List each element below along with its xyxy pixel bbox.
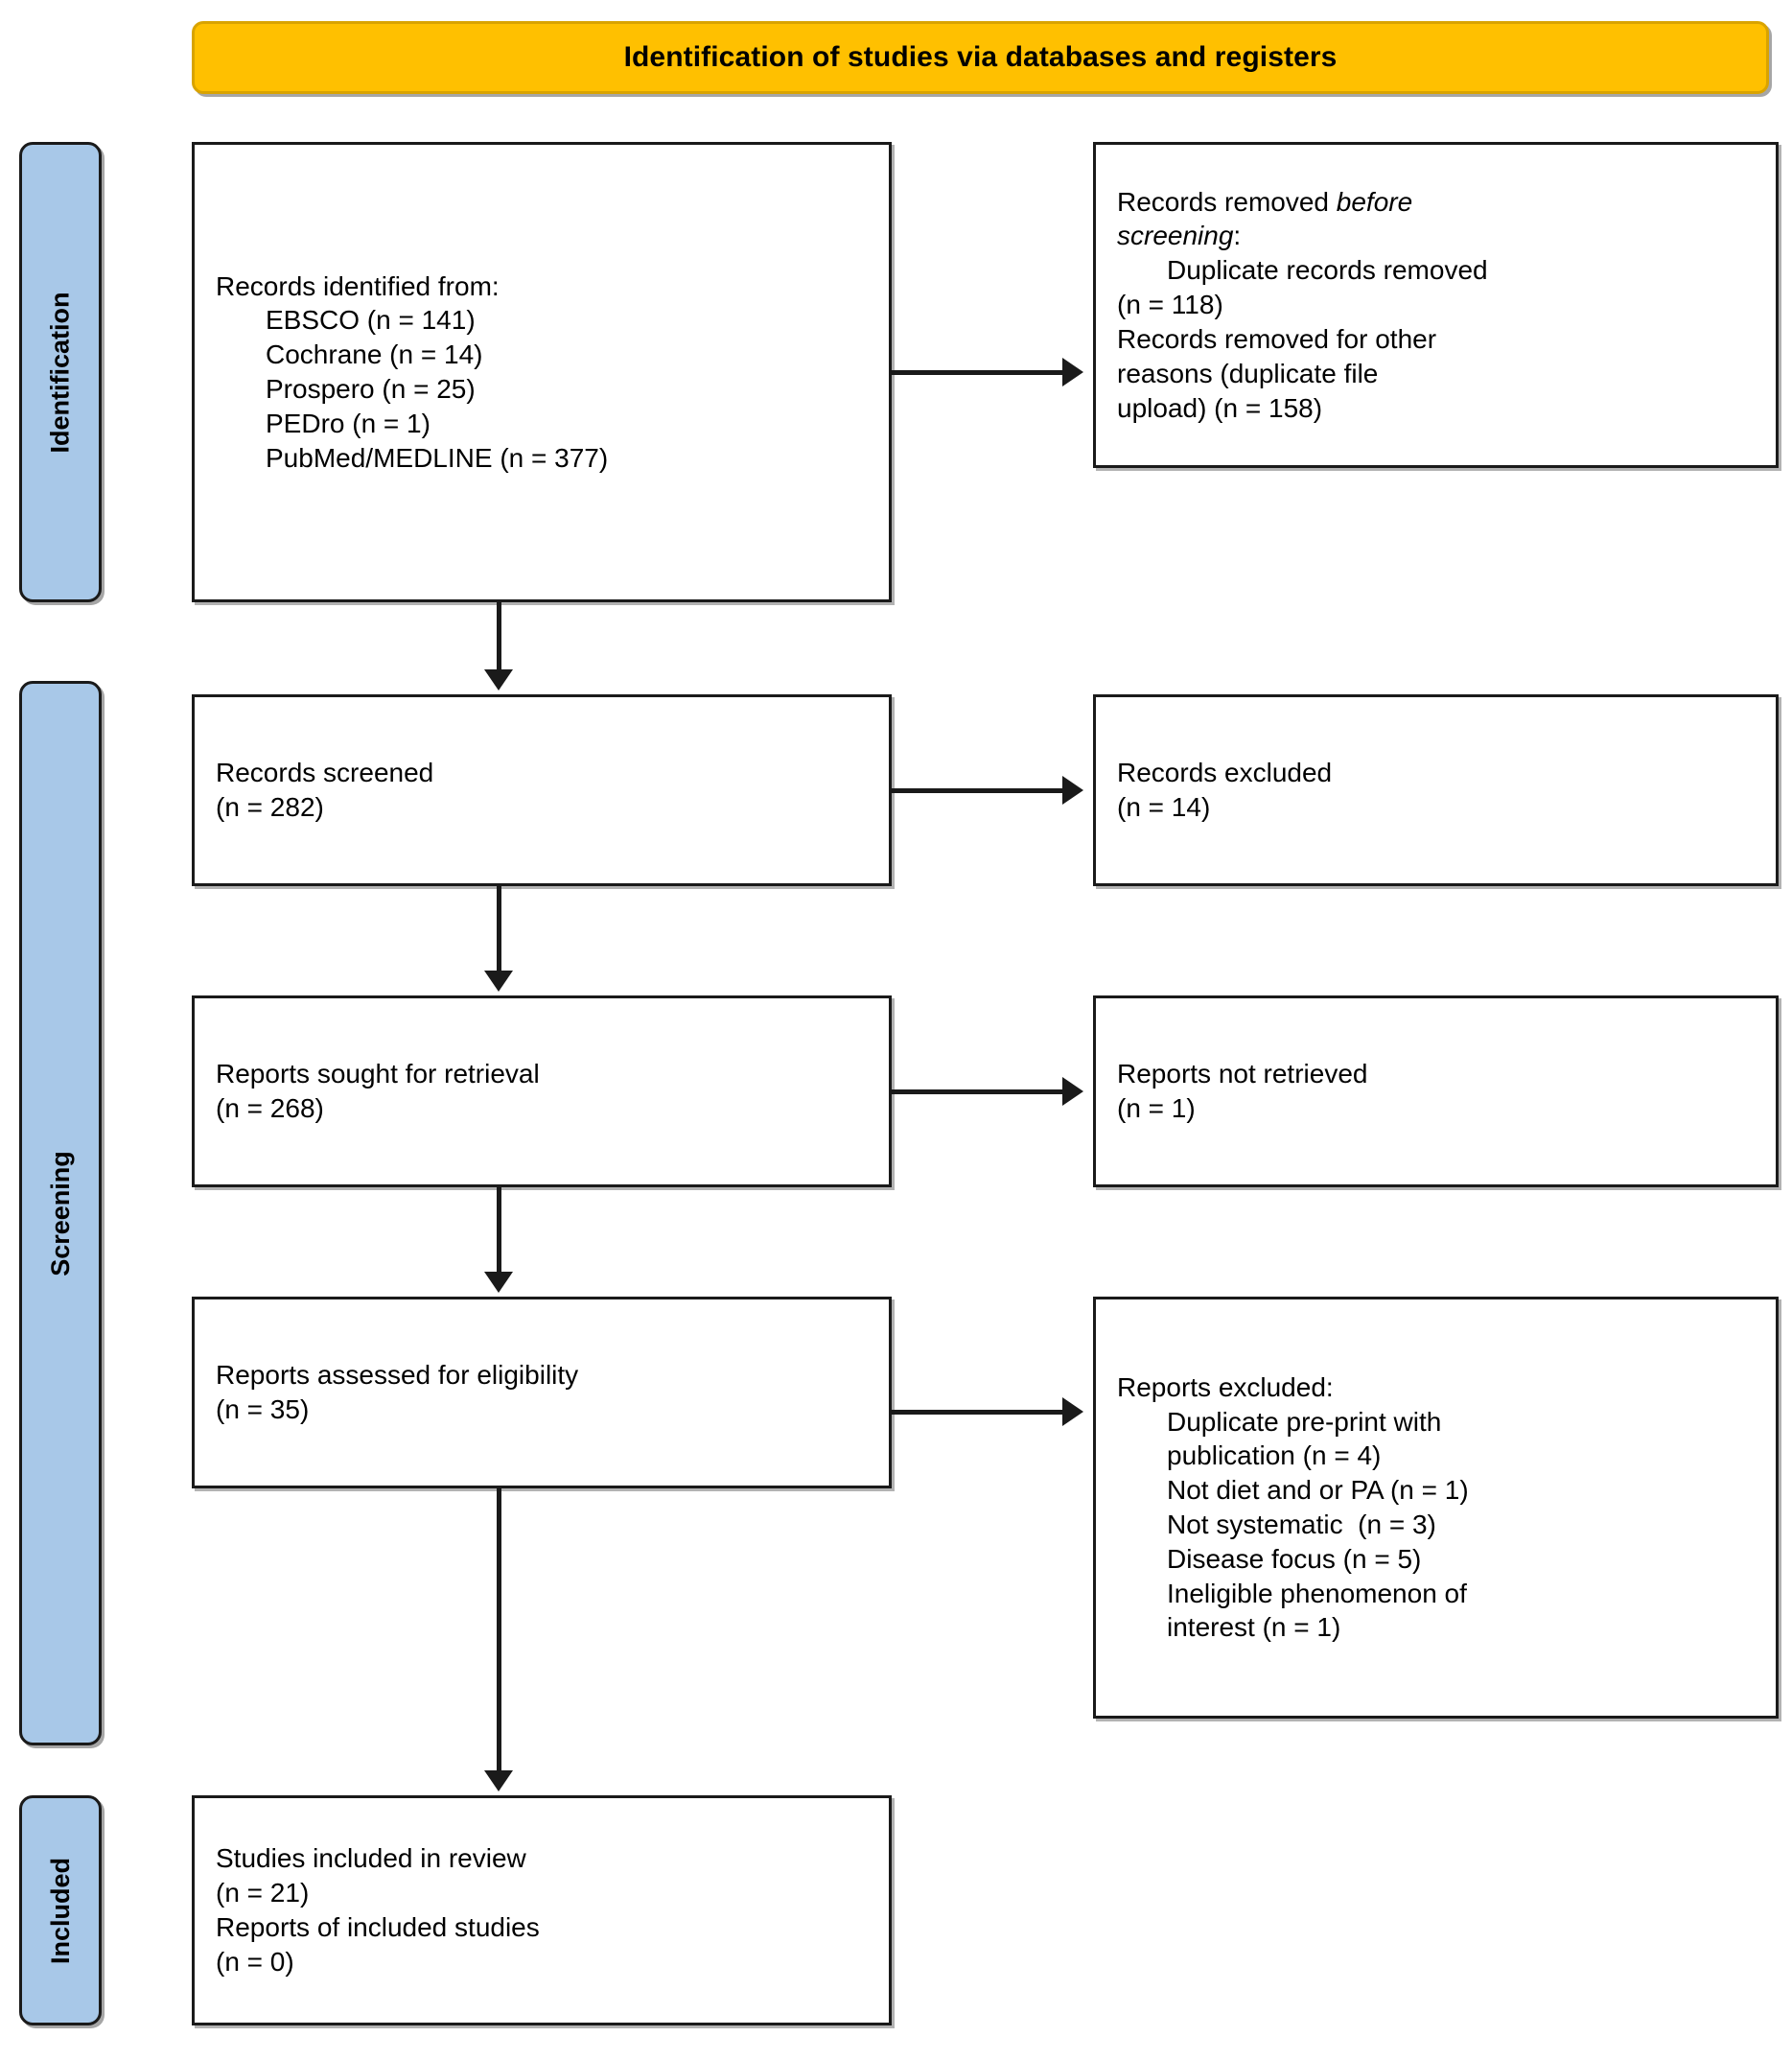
connector-assessed-to-included: [497, 1488, 501, 1770]
arrowhead-sought-to-not-retrieved: [1062, 1077, 1083, 1106]
arrowhead-screened-to-excluded: [1062, 776, 1083, 805]
box-line: Reports sought for retrieval: [216, 1059, 540, 1089]
box-line: Not systematic (n = 3): [1167, 1510, 1436, 1539]
arrowhead-assessed-to-reports-excluded: [1062, 1397, 1083, 1426]
box-studies-included-in-review: Studies included in review (n = 21) Repo…: [192, 1795, 892, 2025]
arrowhead-sought-to-assessed: [484, 1272, 513, 1293]
arrowhead-assessed-to-included: [484, 1770, 513, 1791]
arrowhead-identified-to-removed: [1062, 358, 1083, 386]
box-line: publication (n = 4): [1167, 1440, 1382, 1471]
box-line: Duplicate records removed: [1167, 255, 1488, 286]
box-line-text: :: [1233, 221, 1242, 251]
stage-label-screening: Screening: [45, 1150, 75, 1276]
box-line: EBSCO (n = 141): [266, 305, 476, 336]
box-line: Records removed before: [1117, 185, 1755, 220]
box-line: (n = 0): [216, 1946, 294, 1977]
arrowhead-screened-to-sought: [484, 971, 513, 992]
connector-identified-to-screened: [497, 602, 501, 669]
page-title: Identification of studies via databases …: [623, 41, 1338, 73]
box-line: reasons (duplicate file: [1117, 358, 1379, 388]
connector-identified-to-removed: [892, 370, 1062, 375]
box-reports-assessed-for-eligibility: Reports assessed for eligibility (n = 35…: [192, 1297, 892, 1488]
box-line: upload) (n = 158): [1117, 392, 1323, 423]
box-line: (n = 268): [216, 1093, 324, 1123]
box-records-excluded: Records excluded (n = 14): [1093, 694, 1779, 886]
box-line: Records identified from:: [216, 270, 500, 301]
box-line: Reports assessed for eligibility: [216, 1360, 579, 1391]
box-line: (n = 21): [216, 1878, 310, 1908]
box-line: PubMed/MEDLINE (n = 377): [266, 442, 609, 473]
box-line: Prospero (n = 25): [266, 374, 476, 404]
box-reports-sought-for-retrieval: Reports sought for retrieval (n = 268): [192, 995, 892, 1187]
stage-tab-identification: Identification: [19, 142, 102, 602]
box-line-emphasis: screening: [1117, 221, 1234, 251]
connector-sought-to-not-retrieved: [892, 1089, 1062, 1094]
box-line: Ineligible phenomenon of: [1167, 1578, 1467, 1608]
box-line-emphasis: before: [1336, 186, 1413, 217]
box-line: Studies included in review: [216, 1843, 526, 1874]
box-reports-not-retrieved: Reports not retrieved (n = 1): [1093, 995, 1779, 1187]
box-line: PEDro (n = 1): [266, 408, 431, 438]
arrowhead-identified-to-screened: [484, 669, 513, 691]
stage-label-identification: Identification: [45, 292, 75, 453]
box-line: Records screened: [216, 758, 434, 788]
box-line: Reports not retrieved: [1117, 1059, 1368, 1089]
box-line: (n = 35): [216, 1394, 310, 1424]
box-records-removed-before-screening: Records removed before screening: Duplic…: [1093, 142, 1779, 468]
box-line: (n = 14): [1117, 792, 1211, 822]
box-records-screened: Records screened (n = 282): [192, 694, 892, 886]
box-line: Reports of included studies: [216, 1912, 540, 1942]
header-banner: Identification of studies via databases …: [192, 21, 1769, 94]
box-line-text: Records removed: [1117, 186, 1337, 217]
connector-sought-to-assessed: [497, 1187, 501, 1272]
stage-tab-included: Included: [19, 1795, 102, 2025]
box-reports-excluded: Reports excluded: Duplicate pre-print wi…: [1093, 1297, 1779, 1719]
box-records-identified: Records identified from: EBSCO (n = 141)…: [192, 142, 892, 602]
connector-screened-to-excluded: [892, 788, 1062, 793]
box-line: Records removed for other: [1117, 323, 1437, 354]
box-line: interest (n = 1): [1167, 1612, 1341, 1643]
connector-assessed-to-reports-excluded: [892, 1410, 1062, 1415]
box-line: screening:: [1117, 219, 1755, 253]
box-line: Records excluded: [1117, 758, 1333, 788]
box-line: (n = 282): [216, 792, 324, 822]
box-line: Cochrane (n = 14): [266, 339, 483, 370]
stage-tab-screening: Screening: [19, 681, 102, 1745]
box-line: Disease focus (n = 5): [1167, 1543, 1422, 1574]
box-line: Not diet and or PA (n = 1): [1167, 1475, 1469, 1506]
box-line: Reports excluded:: [1117, 1371, 1334, 1402]
stage-label-included: Included: [45, 1857, 75, 1964]
box-line: Duplicate pre-print with: [1167, 1406, 1442, 1437]
box-line: (n = 118): [1117, 290, 1223, 320]
connector-screened-to-sought: [497, 886, 501, 971]
box-line: (n = 1): [1117, 1093, 1196, 1123]
